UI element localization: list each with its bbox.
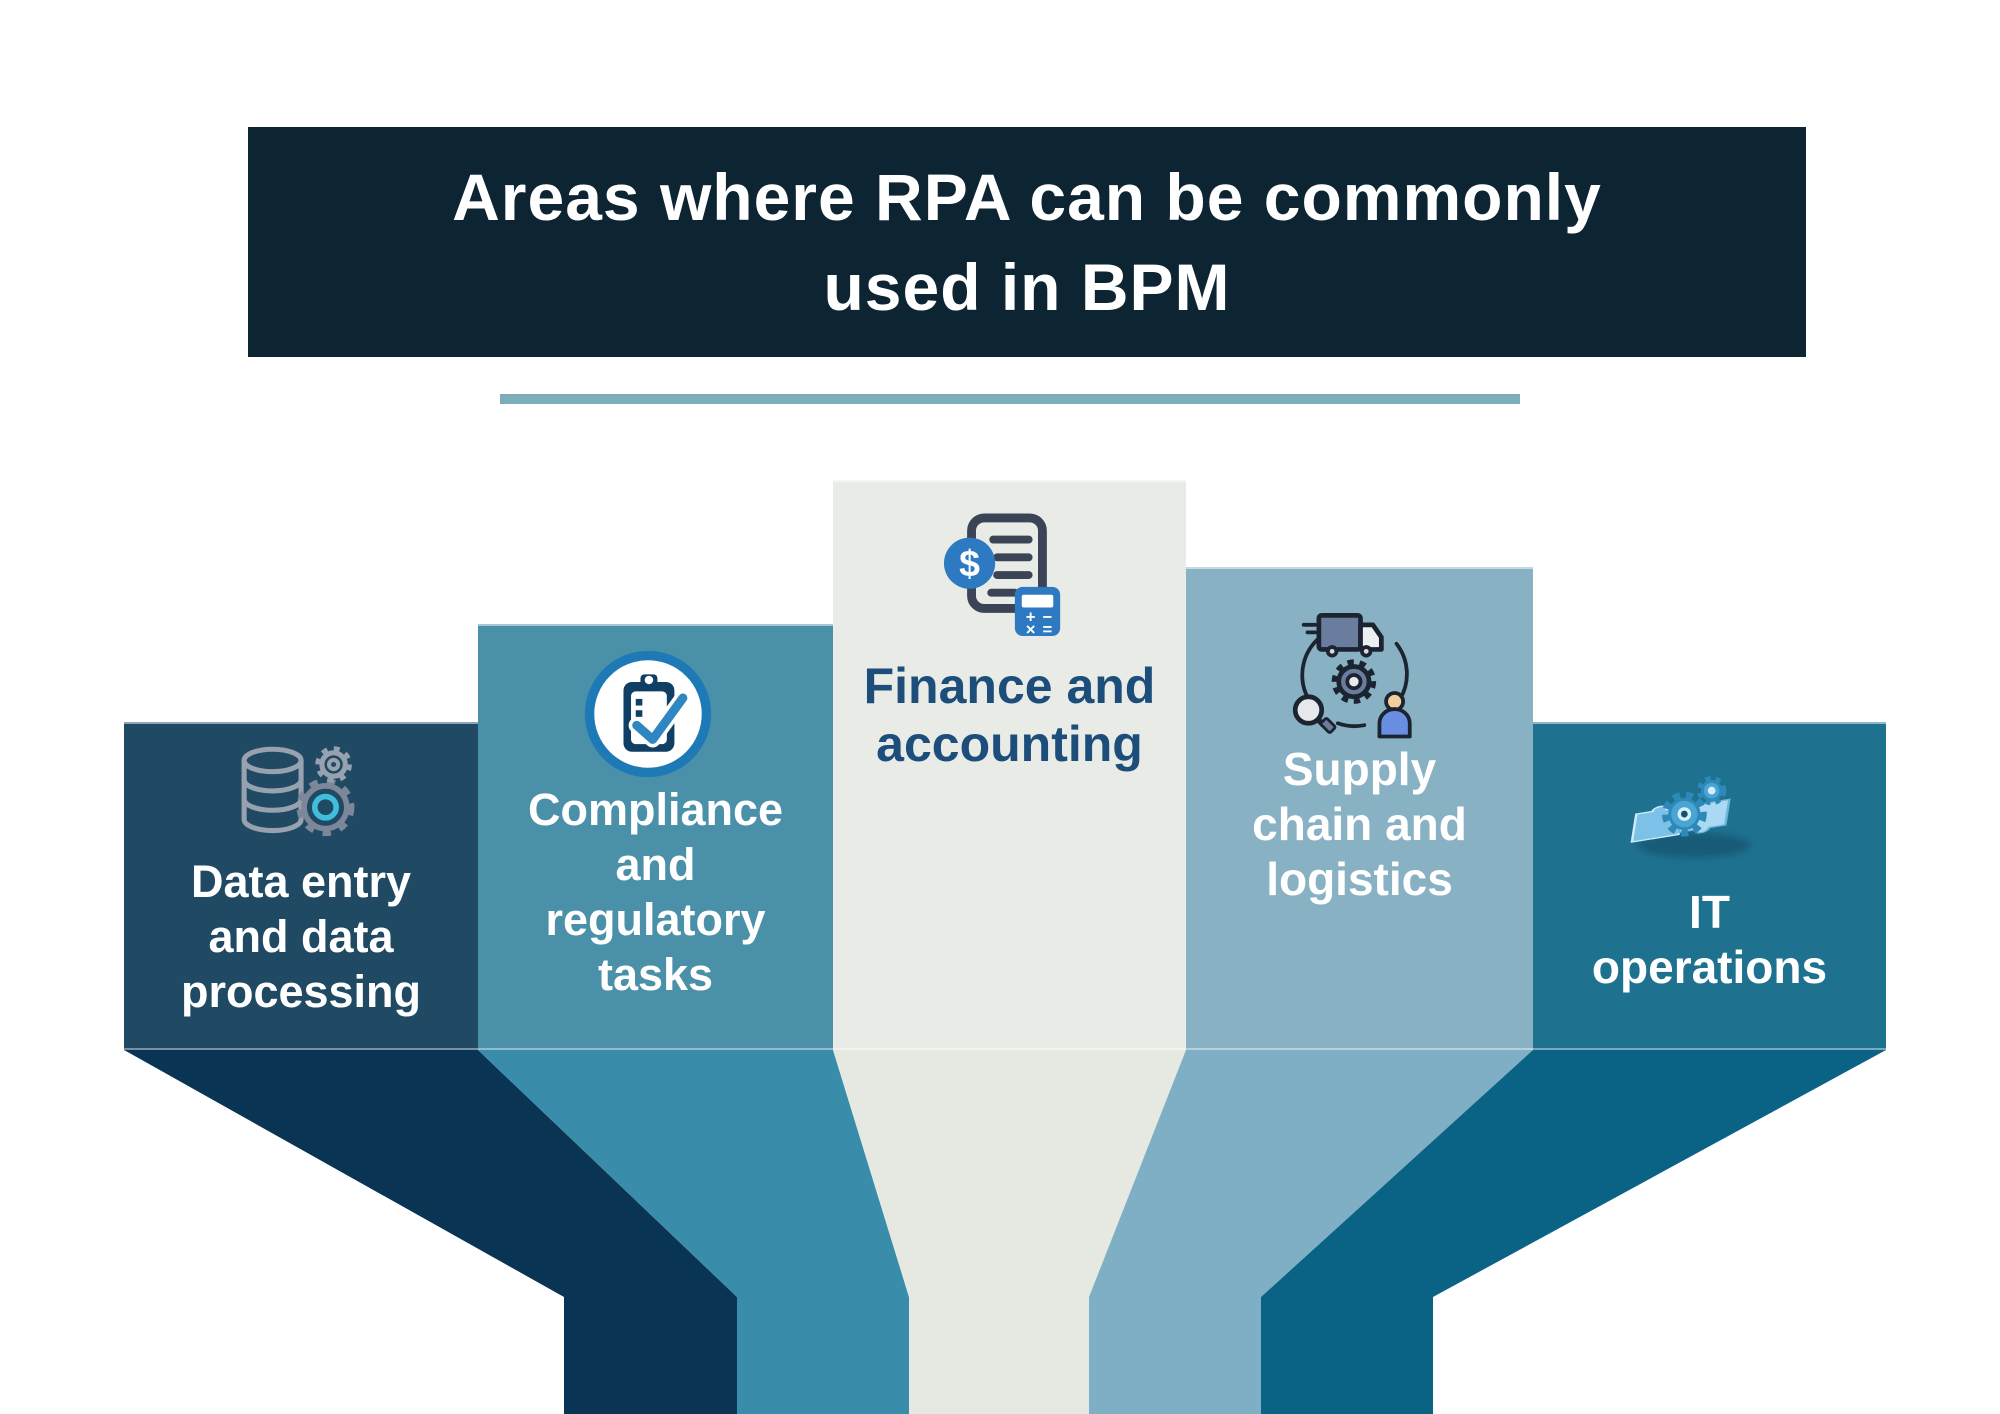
finance-calculator-icon: $ + − × = [942,512,1070,640]
label-compliance: Compliance and regulatory tasks [478,782,833,1002]
svg-text:−: − [1042,607,1052,626]
svg-text:+: + [1026,607,1036,626]
funnel-band-data-entry [124,1050,737,1414]
label-line: accounting [876,716,1143,772]
database-gears-icon [236,744,358,846]
label-line: Compliance [527,784,784,835]
label-line: tasks [597,949,714,1000]
svg-text:×: × [1026,620,1036,639]
label-supply-chain: Supply chain and logistics [1186,742,1533,907]
label-line: regulatory [545,894,766,945]
label-line: operations [1591,941,1828,993]
svg-text:=: = [1042,620,1052,639]
supply-chain-icon [1281,602,1423,748]
label-line: logistics [1266,853,1453,905]
gear-small [1697,776,1727,806]
label-finance: Finance and accounting [833,657,1186,773]
title-banner: Areas where RPA can be commonly used in … [248,127,1806,357]
gear-large [1661,791,1707,837]
label-line: and [615,839,696,890]
title-line-2: used in BPM [823,250,1231,324]
label-line: Supply [1282,743,1437,795]
it-operations-puzzle-icon [1620,766,1776,866]
label-line: Finance and [863,658,1156,714]
label-line: and data [208,911,394,962]
svg-text:$: $ [959,542,980,584]
title-underline [500,394,1520,404]
gear-large [296,778,355,837]
label-line: IT [1689,886,1730,938]
funnel-band-finance [833,1050,1186,1414]
funnel-band-compliance [478,1050,909,1414]
funnel-band-it-operations [1261,1050,1886,1414]
label-data-entry: Data entry and data processing [124,854,478,1019]
label-line: processing [180,966,422,1017]
label-it-operations: IT operations [1533,885,1886,995]
label-line: chain and [1252,798,1467,850]
truck [1301,612,1384,658]
title-line-1: Areas where RPA can be commonly [452,160,1602,234]
funnel-band-supply-chain [1089,1050,1533,1414]
gear [1331,659,1377,704]
gear-small [315,746,352,783]
label-line: Data entry [190,856,412,907]
magnifier [1292,694,1337,734]
person [1377,691,1412,739]
compliance-clipboard-icon [582,648,714,780]
